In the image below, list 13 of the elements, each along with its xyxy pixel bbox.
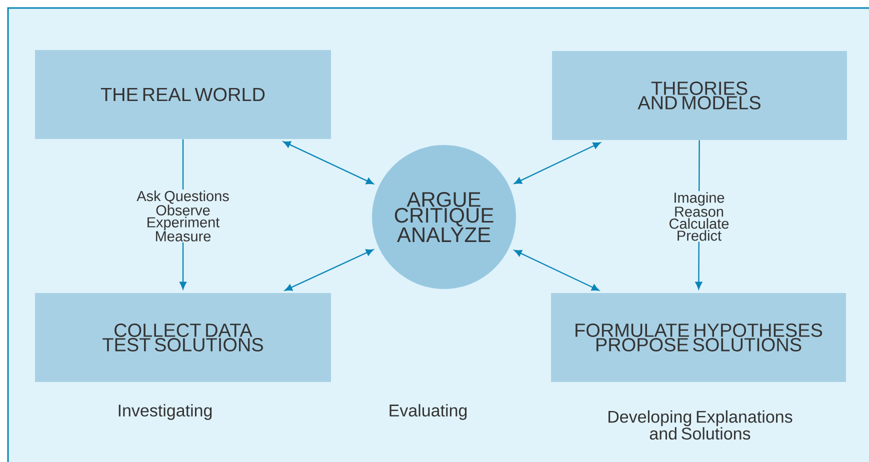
process-box: COLLECT DATA TEST SOLUTIONS [35,292,331,382]
arrow [514,142,601,184]
arrow [283,141,374,184]
arrow [284,249,374,291]
process-box: THEORIES AND MODELS [552,51,847,140]
edge-label: Ask Questions Observe Experiment Measure [132,190,234,242]
caption-text: Evaluating [390,404,467,420]
process-box: THE REAL WORLD [35,50,331,139]
process-box: FORMULATE HYPOTHESES PROPOSE SOLUTIONS [551,292,846,382]
edge-label: Imagine Reason Calculate Predict [658,191,740,242]
caption-text: Developing Explanations and Solutions [608,410,792,440]
arrow [514,250,600,291]
caption-text: Investigating [118,404,212,420]
